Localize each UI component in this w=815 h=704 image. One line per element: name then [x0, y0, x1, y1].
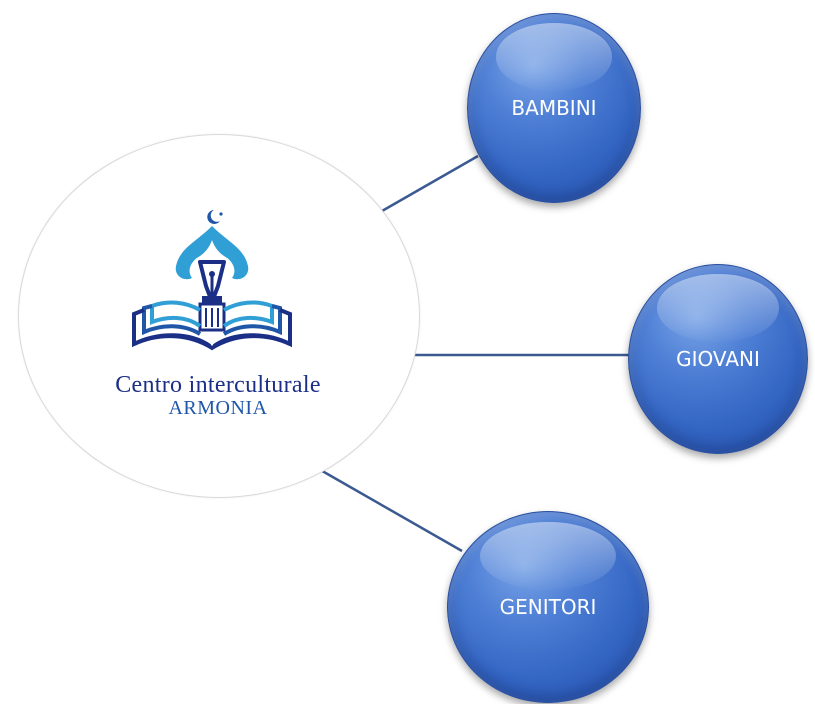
- connector-genitori: [316, 466, 463, 553]
- node-genitori[interactable]: GENITORI: [447, 511, 649, 703]
- node-genitori-label: GENITORI: [499, 595, 597, 619]
- node-bambini[interactable]: BAMBINI: [467, 13, 641, 203]
- node-bambini-label: BAMBINI: [511, 96, 597, 120]
- node-giovani-label: GIOVANI: [676, 347, 760, 371]
- connector-bambini: [381, 154, 479, 213]
- mosque-book-pen-logo-icon: [132, 210, 292, 351]
- logo-title: Centro interculturale: [115, 372, 321, 398]
- logo-subtitle: ARMONIA: [168, 397, 268, 419]
- node-giovani[interactable]: GIOVANI: [628, 264, 808, 454]
